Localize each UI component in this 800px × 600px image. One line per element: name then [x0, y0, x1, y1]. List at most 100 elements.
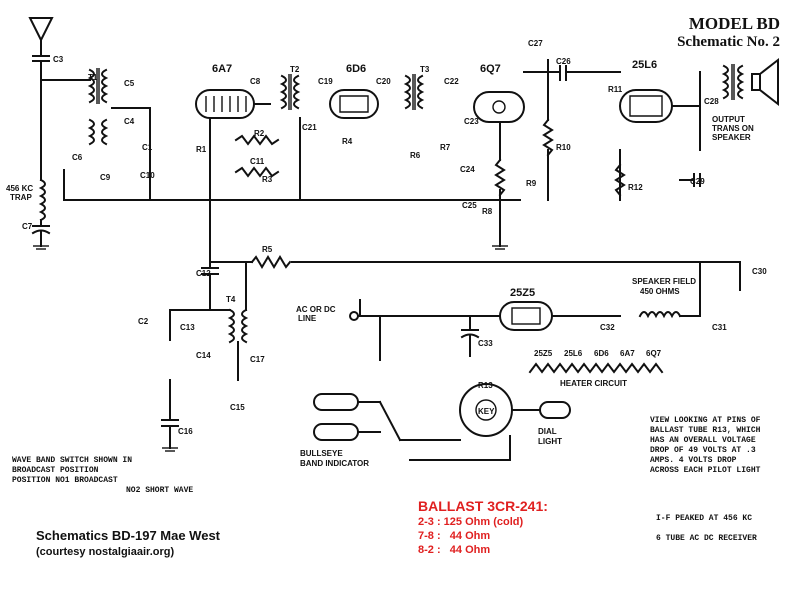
- label-r2: R2: [254, 129, 265, 138]
- label-c3: C3: [53, 55, 64, 64]
- output-trans-label-2: TRANS ON: [712, 124, 754, 133]
- label-c24: C24: [460, 165, 475, 174]
- label-c13: C13: [180, 323, 195, 332]
- label-c2: C2: [138, 317, 149, 326]
- label-r9: R9: [526, 179, 537, 188]
- output-trans-label: OUTPUT: [712, 115, 745, 124]
- label-c21: C21: [302, 123, 317, 132]
- label-c29: C29: [690, 177, 705, 186]
- label-c31: C31: [712, 323, 727, 332]
- label-t2: T2: [290, 65, 300, 74]
- label-c14: C14: [196, 351, 211, 360]
- label-t4: T4: [226, 295, 236, 304]
- label-t1: T1: [88, 73, 98, 82]
- label-c10: C10: [140, 171, 155, 180]
- model-title: MODEL BD: [688, 14, 780, 33]
- dial-label-2: LIGHT: [538, 437, 562, 446]
- wave-band-note-2: BROADCAST POSITION: [12, 466, 99, 475]
- label-c15: C15: [230, 403, 245, 412]
- label-c26: C26: [556, 57, 571, 66]
- plug-icon: [349, 311, 471, 321]
- tube-label-25z5: 25Z5: [510, 287, 535, 299]
- label-r8: R8: [482, 207, 493, 216]
- label-c9: C9: [100, 173, 111, 182]
- antenna: [28, 17, 54, 181]
- label-c8: C8: [250, 77, 261, 86]
- label-r10: R10: [556, 143, 571, 152]
- output-trans-label-3: SPEAKER: [712, 133, 751, 142]
- ballast-note-1: VIEW LOOKING AT PINS OF: [650, 416, 761, 425]
- schematic-number: Schematic No. 2: [677, 34, 780, 50]
- rectifier-25z5: [499, 301, 553, 331]
- label-c16: C16: [178, 427, 193, 436]
- label-c32: C32: [600, 323, 615, 332]
- label-r13: R13: [478, 381, 493, 390]
- label-r1: R1: [196, 145, 207, 154]
- heater-tube-3: 6D6: [594, 349, 609, 358]
- label-c25: C25: [462, 201, 477, 210]
- speaker-field-ohms: 450 OHMS: [640, 287, 680, 296]
- credit-line-1: Schematics BD-197 Mae West: [36, 528, 221, 543]
- label-r11: R11: [608, 85, 623, 94]
- ballast-row-2: 7-8 : 44 Ohm: [418, 530, 491, 542]
- trap-coil: [31, 178, 51, 250]
- tube-6a7: [195, 89, 255, 119]
- label-r3: R3: [262, 175, 273, 184]
- label-c30: C30: [752, 267, 767, 276]
- output-transformer: [721, 64, 745, 100]
- ballast-note-2: BALLAST TUBE R13, WHICH: [650, 426, 761, 435]
- ballast-row-1: 2-3 : 125 Ohm (cold): [418, 516, 524, 528]
- label-c11: C11: [250, 157, 265, 166]
- tube-label-6a7: 6A7: [212, 63, 232, 75]
- heater-tube-1: 25Z5: [534, 349, 553, 358]
- label-c22: C22: [444, 77, 459, 86]
- acdc-label: AC OR DC: [296, 305, 336, 314]
- wave-band-note-1: WAVE BAND SWITCH SHOWN IN: [12, 456, 132, 465]
- label-r7: R7: [440, 143, 451, 152]
- speaker-icon: [751, 57, 779, 107]
- label-c12: C12: [196, 269, 211, 278]
- if-peak-note: I-F PEAKED AT 456 KC: [656, 514, 752, 523]
- bullseye-label: BULLSEYE: [300, 449, 343, 458]
- tube-label-6q7: 6Q7: [480, 63, 501, 75]
- dial-label: DIAL: [538, 427, 557, 436]
- label-t3: T3: [420, 65, 430, 74]
- heater-circuit-label: HEATER CIRCUIT: [560, 379, 627, 388]
- label-c33: C33: [478, 339, 493, 348]
- label-r4: R4: [342, 137, 353, 146]
- ballast-row-3: 8-2 : 44 Ohm: [418, 544, 491, 556]
- label-c7: C7: [22, 222, 33, 231]
- label-c1: C1: [142, 143, 153, 152]
- tube-label-6d6: 6D6: [346, 63, 366, 75]
- trap-label: 456 KC: [6, 184, 33, 193]
- ballast-note-5: AMPS. 4 VOLTS DROP: [650, 456, 737, 465]
- tube-6q7: [473, 91, 525, 123]
- speaker-field-label: SPEAKER FIELD: [632, 277, 696, 286]
- dial-light-icon: [539, 401, 571, 419]
- ballast-note-3: HAS AN OVERALL VOLTAGE: [650, 436, 756, 445]
- wave-band-note-4: NO2 SHORT WAVE: [126, 486, 193, 495]
- ballast-note-6: ACROSS EACH PILOT LIGHT: [650, 466, 761, 475]
- label-c28: C28: [704, 97, 719, 106]
- line-label: LINE: [298, 314, 317, 323]
- bullseye-lamps: [313, 393, 461, 442]
- label-c5: C5: [124, 79, 135, 88]
- heater-tube-4: 6A7: [620, 349, 635, 358]
- ballast-title: BALLAST 3CR-241:: [418, 498, 548, 514]
- tube-label-25l6: 25L6: [632, 59, 657, 71]
- credit-line-2: (courtesy nostalgiaair.org): [36, 546, 175, 558]
- tube-25l6: [619, 89, 673, 123]
- heater-tube-2: 25L6: [564, 349, 583, 358]
- heater-tube-5: 6Q7: [646, 349, 662, 358]
- ballast-note-4: DROP OF 49 VOLTS AT .3: [650, 446, 756, 455]
- label-c4: C4: [124, 117, 135, 126]
- bullseye-label-2: BAND INDICATOR: [300, 459, 369, 468]
- label-c17: C17: [250, 355, 265, 364]
- label-r6: R6: [410, 151, 421, 160]
- receiver-note: 6 TUBE AC DC RECEIVER: [656, 534, 757, 543]
- label-c27: C27: [528, 39, 543, 48]
- trap-label-2: TRAP: [10, 193, 32, 202]
- tube-6d6: [329, 89, 379, 119]
- label-c23: C23: [464, 117, 479, 126]
